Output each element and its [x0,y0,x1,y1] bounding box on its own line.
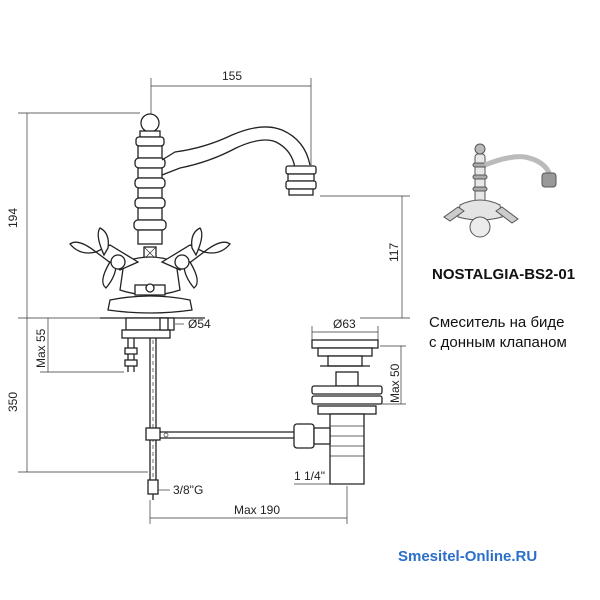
dim-max-thickness-label: Max 55 [34,328,48,368]
pull-rod [160,431,302,439]
description-line-2: с донным клапаном [429,334,567,351]
dim-spout-height-label: 117 [387,243,401,262]
dim-drain-max-label: Max 50 [388,363,402,403]
drain-valve [293,339,383,485]
dim-drain-thread: 1 1/4" [294,469,364,485]
product-thumbnail [443,143,557,238]
dim-hose-length: 350 [6,318,148,473]
dim-hose-thread: 3/8"G [158,483,203,497]
dim-width-top-label: 155 [222,69,242,83]
dim-hose-thread-label: 3/8"G [173,483,203,497]
product-description: Смеситель на биде с донным клапаном [429,313,567,353]
dim-max-reach: Max 190 [149,486,348,524]
dim-max-thickness: Max 55 [34,318,124,373]
dim-max-reach-label: Max 190 [234,503,280,517]
dim-height-total: 194 [6,112,140,319]
dim-spout-height: 117 [320,195,410,319]
dim-drain-max: Max 50 [380,345,406,405]
dim-hose-length-label: 350 [6,392,20,412]
right-handle [160,227,231,289]
shank-assembly [121,317,175,500]
model-code: NOSTALGIA-BS2-01 [432,266,576,283]
dim-width-top: 155 [150,69,312,170]
dim-drain-thread-label: 1 1/4" [294,469,325,483]
description-line-1: Смеситель на биде [429,314,565,331]
dim-drain-diameter: Ø63 [311,317,379,340]
dim-base-diameter: Ø54 [175,317,211,331]
spout [161,126,317,196]
dim-drain-diameter-label: Ø63 [333,317,356,331]
dim-base-diameter-label: Ø54 [188,317,211,331]
faucet-body [100,113,205,319]
left-handle [69,227,140,289]
website-link[interactable]: Smesitel-Online.RU [398,548,538,565]
dim-height-total-label: 194 [6,208,20,228]
